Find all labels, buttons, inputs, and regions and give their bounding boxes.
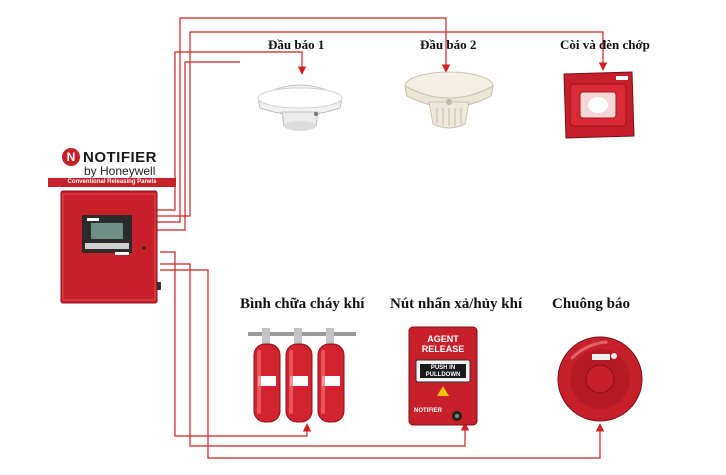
panel-banner: Conventional Releasing Panels — [48, 178, 176, 187]
release-station-instruction: PUSH IN PULLDOWN — [425, 365, 461, 378]
detector-1-label: Đầu báo 1 — [268, 37, 325, 52]
notifier-logo: N NOTIFIER by Honeywell — [62, 148, 182, 178]
agent-release-station-icon — [408, 326, 478, 426]
horn-strobe-icon — [563, 71, 635, 139]
control-panel-icon — [60, 190, 161, 304]
release-station-title: AGENT RELEASE — [421, 334, 465, 354]
extinguisher-label: Bình chữa cháy khí — [240, 296, 365, 312]
logo-sub: by Honeywell — [84, 164, 156, 178]
release-button-label: Nút nhấn xả/hủy khí — [390, 296, 523, 312]
wire-detector-return — [157, 61, 240, 231]
release-station-brand: NOTIFIER — [414, 408, 442, 414]
bell-label: Chuông báo — [552, 296, 630, 312]
detector-2-label: Đầu báo 2 — [420, 37, 477, 52]
notifier-logo-icon: N — [62, 148, 80, 166]
logo-name: NOTIFIER — [83, 148, 157, 166]
wire-horn-strobe — [157, 31, 608, 217]
wire-release-button — [160, 263, 470, 447]
horn-strobe-label: Còi và đèn chớp — [560, 37, 650, 52]
wire-detector-1 — [157, 51, 307, 211]
alarm-bell-icon — [557, 336, 643, 422]
wire-extinguisher — [160, 251, 312, 437]
wire-bell — [160, 269, 605, 459]
gas-cylinders-icon — [248, 328, 356, 423]
heat-detector-2-icon — [404, 71, 494, 129]
smoke-detector-1-icon — [257, 84, 343, 131]
wire-detector-2 — [157, 17, 451, 223]
